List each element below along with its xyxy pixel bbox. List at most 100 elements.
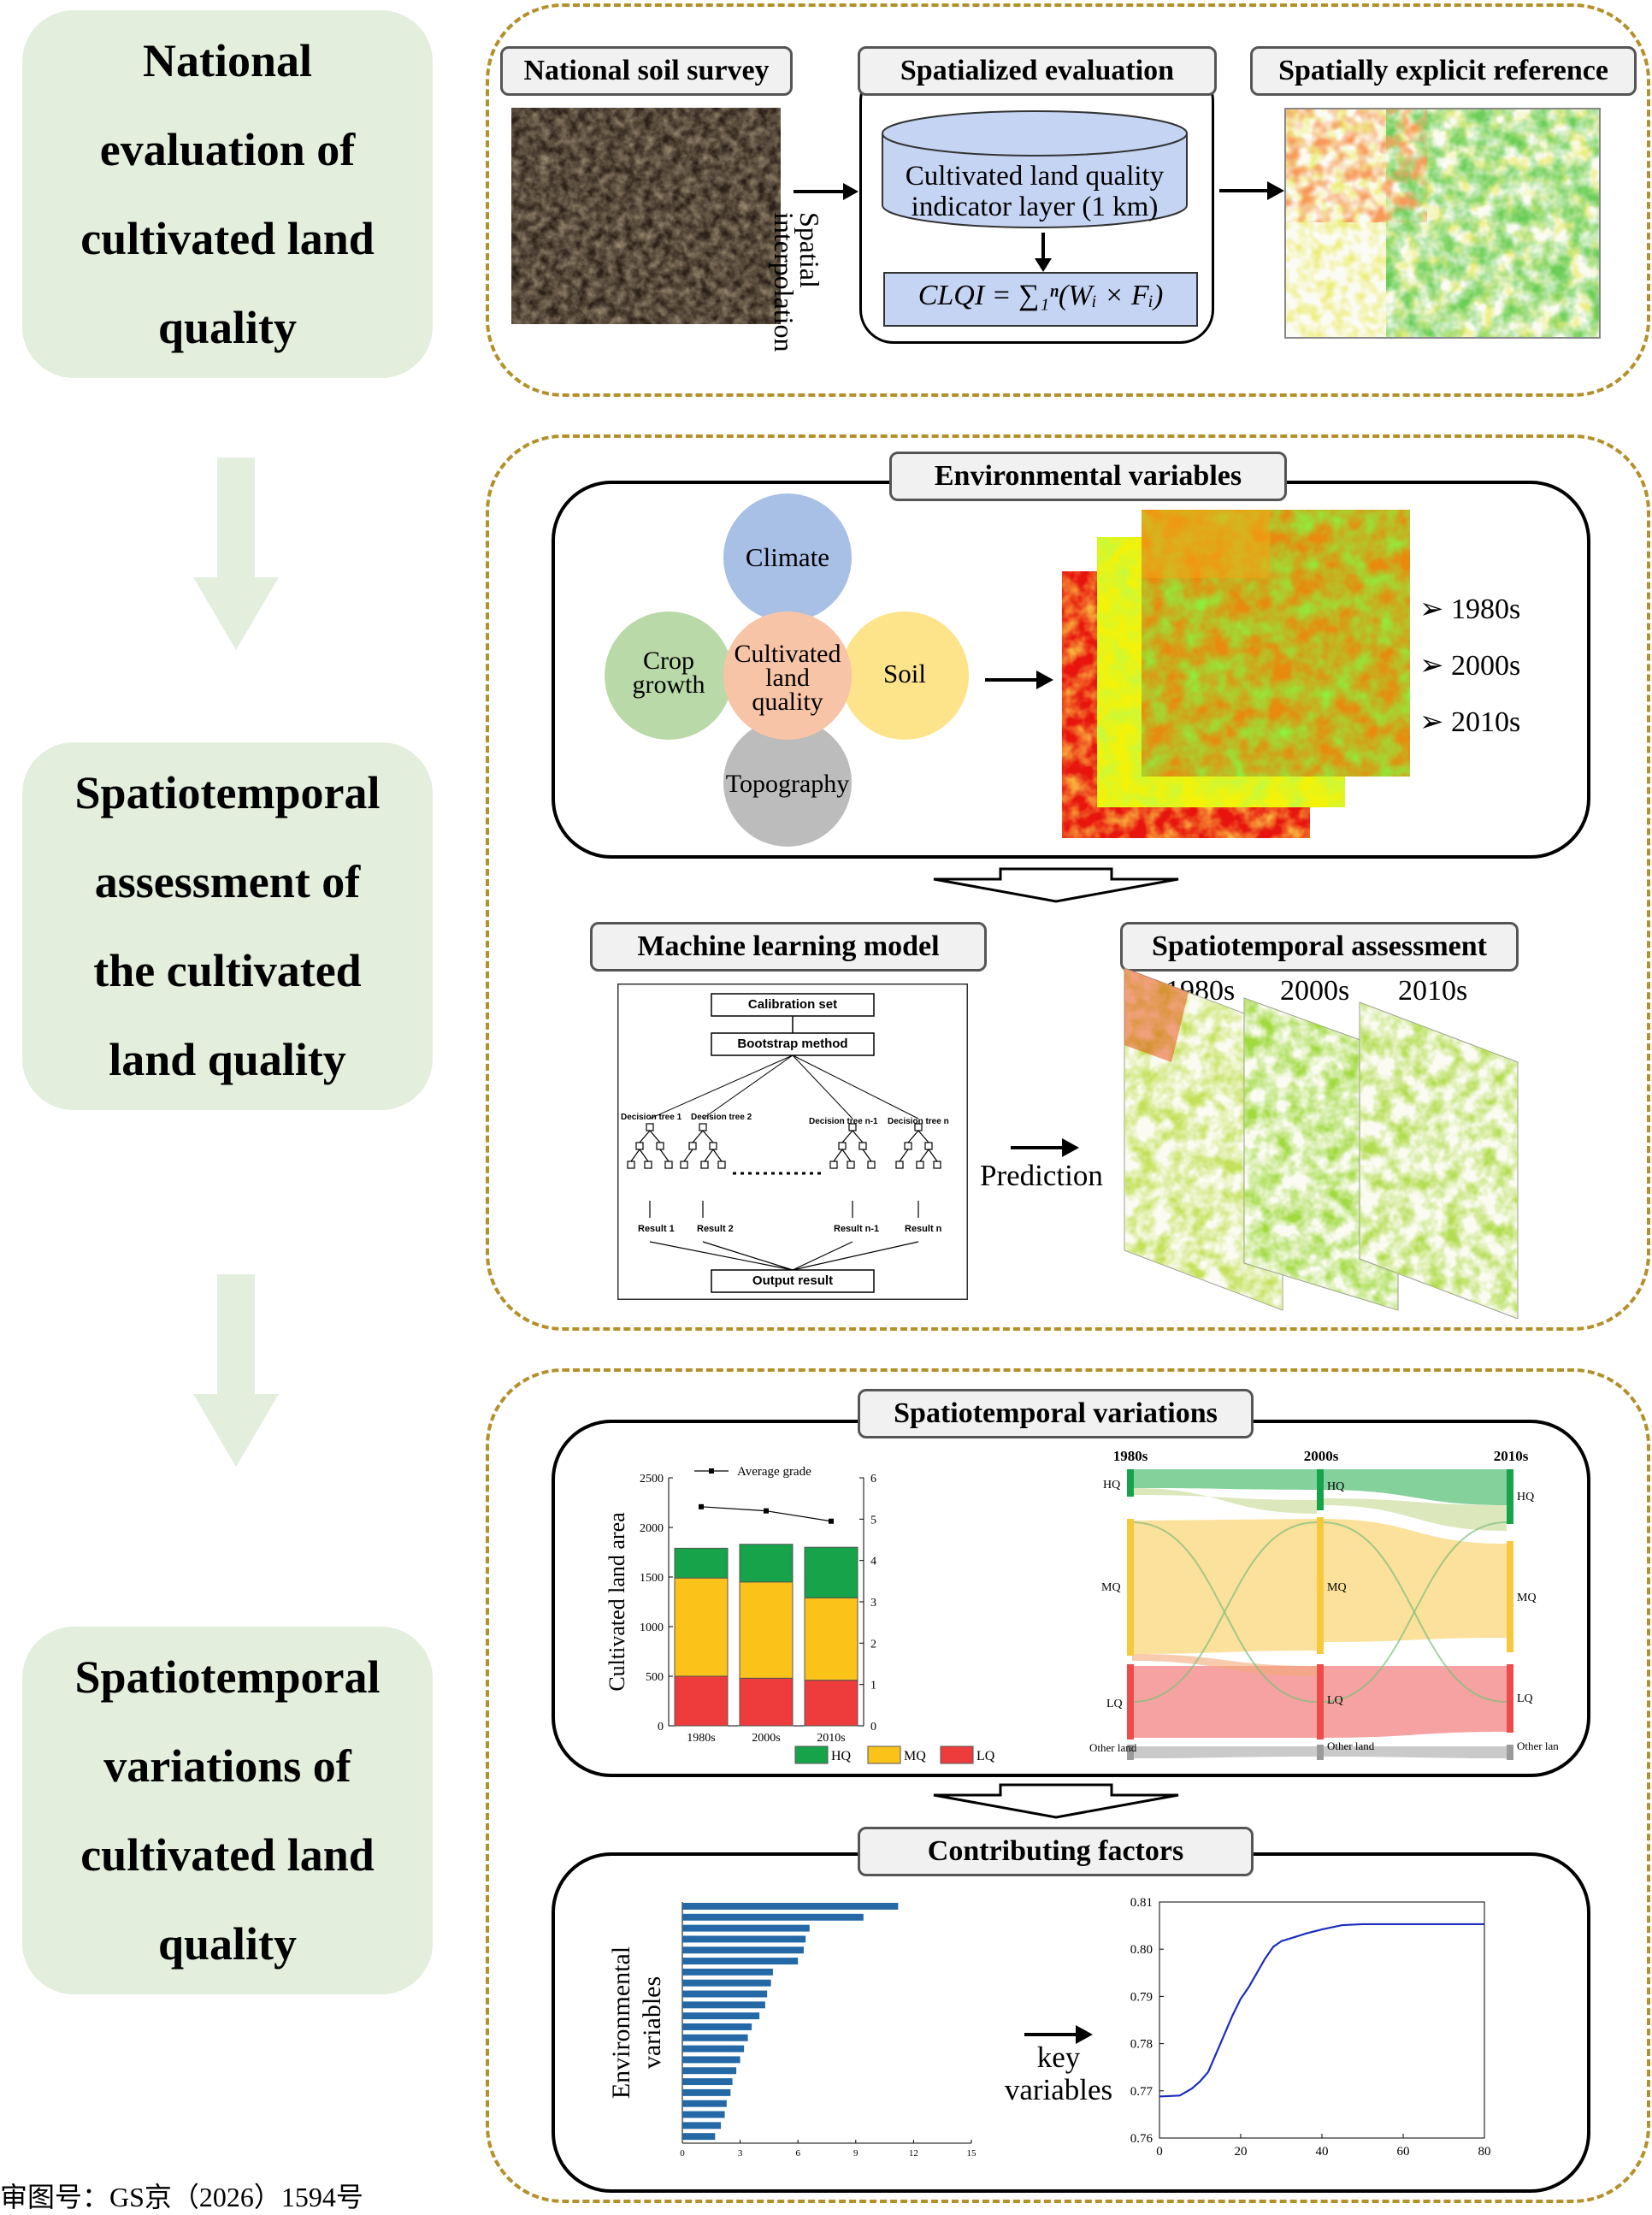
topography-circle (723, 718, 852, 847)
y-axis-label-1: Environmental (607, 1946, 635, 2099)
importance-bar (682, 1913, 864, 1921)
y2-tick-label: 3 (870, 1597, 876, 1610)
quality-label-3: quality (752, 688, 823, 716)
importance-bar (682, 2067, 737, 2075)
x-tick-label: 80 (1478, 2145, 1491, 2159)
x-tick-label: 2010s (817, 1732, 845, 1745)
sankey-decade: 2010s (1494, 1448, 1529, 1464)
x-tick-label: 0 (680, 2148, 685, 2159)
y-tick-label: 0.80 (1130, 1943, 1153, 1957)
rf-output: Output result (752, 1273, 834, 1288)
factor-flower (605, 493, 969, 847)
sankey-decade: 1980s (1113, 1448, 1148, 1464)
cylinder-line-1: Cultivated land quality (905, 161, 1165, 192)
right-arrow-icon (794, 183, 858, 200)
importance-bar (682, 2133, 716, 2141)
x-tick-label: 2000s (752, 1732, 780, 1745)
y-axis-label-2: variables (638, 1976, 666, 2069)
y2-tick-label: 5 (870, 1514, 876, 1527)
y2-tick-label: 6 (870, 1473, 876, 1486)
interpolation-label: Spatial interpolation (769, 212, 825, 375)
average-grade-point (699, 1503, 704, 1509)
legend-label-mq: MQ (904, 1749, 926, 1763)
importance-bar (682, 1924, 810, 1932)
importance-bar (682, 1946, 804, 1954)
importance-bar (682, 1968, 773, 1976)
tree-icons (627, 1123, 941, 1169)
x-tick-label: 6 (795, 2148, 800, 2159)
bar-hq (804, 1546, 858, 1598)
crop-label-2: growth (632, 670, 705, 699)
x-tick-label: 20 (1235, 2145, 1248, 2159)
stage-line: cultivated land (80, 213, 375, 264)
assess-decade-2: 2000s (1280, 975, 1350, 1007)
soil-photo (511, 108, 781, 324)
stage-line: Spatiotemporal (74, 767, 381, 818)
importance-bar (682, 2122, 722, 2129)
decade-item-1: ➢ 1980s (1419, 594, 1521, 625)
rf-result-n-1: Result n-1 (834, 1224, 880, 1234)
crop-circle (605, 611, 733, 740)
stage-line: variations of (103, 1740, 351, 1792)
average-grade-point (764, 1508, 769, 1514)
importance-bar (682, 2111, 725, 2118)
panel-national-evaluation (486, 3, 1650, 397)
down-arrow-icon (193, 1274, 279, 1467)
y2-tick-label: 2 (870, 1638, 876, 1651)
y-tick-label: 1000 (640, 1621, 664, 1634)
panel-spatiotemporal-variations (486, 1368, 1650, 2203)
importance-bar (682, 2034, 748, 2041)
sankey-node-label: Other land (1089, 1741, 1137, 1754)
stage-line: the cultivated (93, 945, 362, 996)
rf-calibration: Calibration set (747, 997, 838, 1012)
sankey-node-label: LQ (1517, 1692, 1533, 1705)
legend-label-hq: HQ (831, 1749, 852, 1763)
x-tick-label: 40 (1316, 2145, 1329, 2159)
importance-bar (682, 2078, 733, 2086)
stage-box-2: Spatiotemporal assessment of the cultiva… (22, 742, 433, 1110)
legend-swatch-lq (940, 1745, 974, 1764)
prediction-label: Prediction (980, 1159, 1103, 1192)
rf-tree-1: Decision tree 1 (621, 1113, 682, 1122)
stage-box-1: National evaluation of cultivated land q… (22, 10, 433, 378)
assessment-maps (1124, 968, 1519, 1319)
x-tick-label: 60 (1397, 2145, 1410, 2159)
cylinder-line-2: indicator layer (1 km) (911, 192, 1159, 222)
evaluation-label: Spatialized evaluation (858, 46, 1217, 96)
sankey-node-label: MQ (1327, 1581, 1347, 1594)
decade-item-2: ➢ 2000s (1419, 650, 1521, 682)
decade-item-3: ➢ 2010s (1419, 706, 1521, 738)
soil-circle (841, 611, 969, 740)
importance-bar (682, 1958, 799, 1965)
stage-line: evaluation of (99, 124, 356, 175)
panel-spatiotemporal-assessment (486, 434, 1650, 1331)
down-arrow-icon (1035, 233, 1052, 272)
bar-mq (739, 1581, 794, 1679)
crop-label-1: Crop (643, 647, 694, 675)
interpolation-text: Spatial interpolation (769, 212, 825, 352)
environment-label: Environmental variables (889, 452, 1287, 501)
decade-text: 2000s (1451, 650, 1521, 682)
sankey-node-label: HQ (1103, 1479, 1120, 1491)
y-tick-label: 1500 (640, 1572, 664, 1585)
rf-tree-2: Decision tree 2 (691, 1113, 752, 1122)
ml-label: Machine learning model (590, 922, 987, 972)
y-tick-label: 0 (658, 1721, 664, 1734)
stage-line: assessment of (94, 856, 361, 907)
footer-text: 审图号：GS京（2026）1594号 (0, 2182, 363, 2212)
bar-mq (674, 1577, 729, 1677)
importance-bar (682, 1903, 899, 1910)
x-tick-label: 12 (909, 2148, 918, 2159)
right-arrow-icon (1024, 2025, 1093, 2044)
stage-line: National (142, 35, 312, 86)
right-arrow-icon (1219, 181, 1284, 200)
legend-average-grade: Average grade (737, 1465, 811, 1479)
y2-tick-label: 1 (870, 1680, 876, 1692)
average-grade-point (829, 1518, 834, 1524)
y-tick-label: 0.76 (1130, 2132, 1153, 2146)
stage-line: Spatiotemporal (74, 1651, 381, 1703)
stage-line: cultivated land (80, 1829, 375, 1881)
